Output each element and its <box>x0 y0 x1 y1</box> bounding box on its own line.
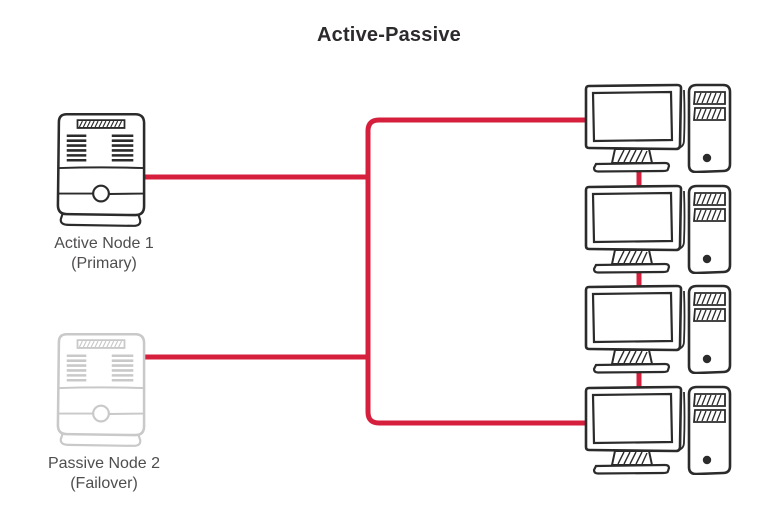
active-node-sublabel: (Primary) <box>71 255 137 272</box>
active-node: Active Node 1 (Primary) <box>14 234 194 274</box>
server-icon <box>54 110 148 234</box>
connector-trunk <box>365 117 588 426</box>
active-node-label: Active Node 1 <box>54 235 154 252</box>
workstation-icon <box>581 184 733 274</box>
server-icon <box>54 330 148 454</box>
passive-node-label: Passive Node 2 <box>47 455 161 472</box>
passive-node: Passive Node 2 (Failover) <box>14 454 194 494</box>
passive-node-sublabel: (Failover) <box>70 475 138 492</box>
workstation-icon <box>581 83 733 173</box>
workstation-icon <box>581 284 733 374</box>
diagram-title: Active-Passive <box>316 24 461 46</box>
workstation-icon <box>581 385 733 475</box>
